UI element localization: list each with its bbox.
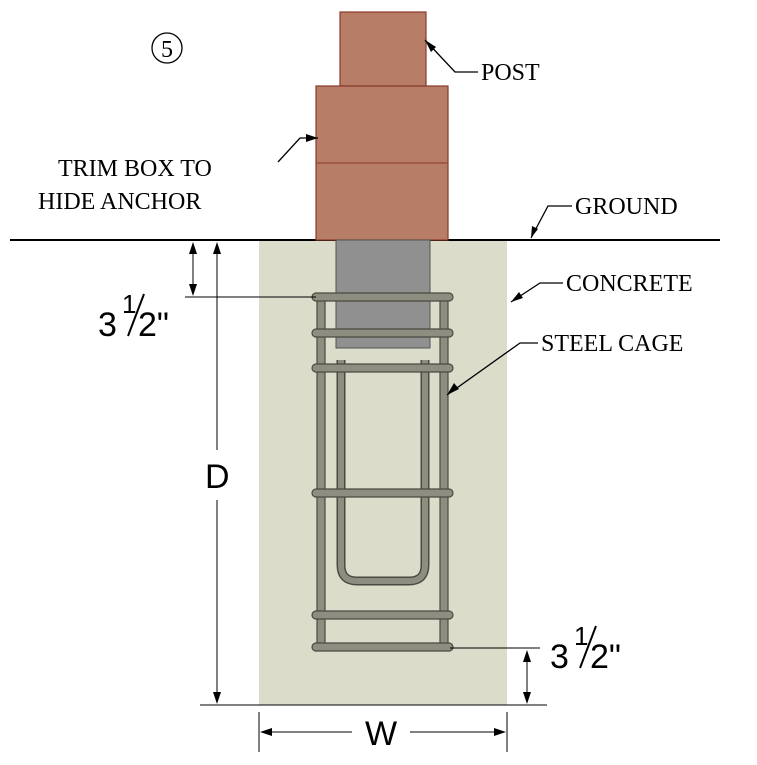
cage-u-bar-core — [338, 360, 428, 584]
cage-vertical-bar-right — [439, 295, 449, 649]
trim-box-label-line1: TRIM BOX TO — [58, 156, 212, 182]
width-arrow-left — [260, 728, 272, 736]
post-leader-arrow — [425, 40, 436, 52]
cage-tie-5 — [311, 610, 454, 620]
cage-tie-1 — [311, 292, 454, 302]
cage-tie-2 — [311, 328, 454, 338]
cage-tie-4 — [311, 488, 454, 498]
steel-cage-label: STEEL CAGE — [541, 331, 683, 357]
bottom-offset-arrow-down — [523, 692, 531, 704]
top-offset-whole: 3 — [98, 306, 117, 344]
post-label: POST — [481, 60, 540, 86]
bottom-offset-arrow-up — [523, 650, 531, 662]
steel-cage-leader — [446, 342, 538, 396]
bottom-offset-denominator: 2" — [590, 638, 621, 676]
cage-vertical-bar-left — [316, 295, 326, 649]
width-label: W — [365, 715, 397, 753]
top-offset-denominator: 2" — [138, 306, 169, 344]
steel-cage — [311, 292, 454, 652]
steel-cage-leader-arrow — [447, 383, 459, 395]
detail-number-circle — [151, 32, 183, 64]
ground-leader-arrow — [531, 226, 538, 238]
trim-box-leader — [277, 137, 318, 163]
ground-leader — [530, 205, 572, 239]
ground-label: GROUND — [575, 194, 678, 220]
cage-tie-3 — [311, 363, 454, 373]
bottom-offset-fraction-bar — [579, 625, 597, 669]
trim-box-leader-arrow — [306, 134, 318, 142]
post — [339, 11, 427, 87]
bottom-offset-numerator: 1 — [574, 621, 588, 651]
top-offset-numerator: 1 — [122, 289, 136, 319]
detail-number: 5 — [161, 37, 173, 63]
top-offset-arrow-up — [189, 242, 197, 254]
top-offset-dimension-text: 3 1 2" — [98, 289, 169, 344]
depth-arrow-up — [213, 242, 221, 254]
width-arrow-right — [494, 728, 506, 736]
trim-box-label-line2: HIDE ANCHOR — [38, 189, 201, 215]
top-offset-arrow-down — [189, 284, 197, 296]
depth-label: D — [205, 458, 230, 496]
bottom-offset-dimension-text: 3 1 2" — [550, 621, 621, 676]
depth-arrow-down — [213, 692, 221, 704]
top-offset-fraction-bar — [127, 293, 145, 337]
cage-tie-6 — [311, 642, 454, 652]
post-leader — [424, 39, 478, 73]
concrete-leader-arrow — [511, 292, 523, 302]
concrete-label: CONCRETE — [566, 271, 693, 297]
bottom-offset-whole: 3 — [550, 638, 569, 676]
